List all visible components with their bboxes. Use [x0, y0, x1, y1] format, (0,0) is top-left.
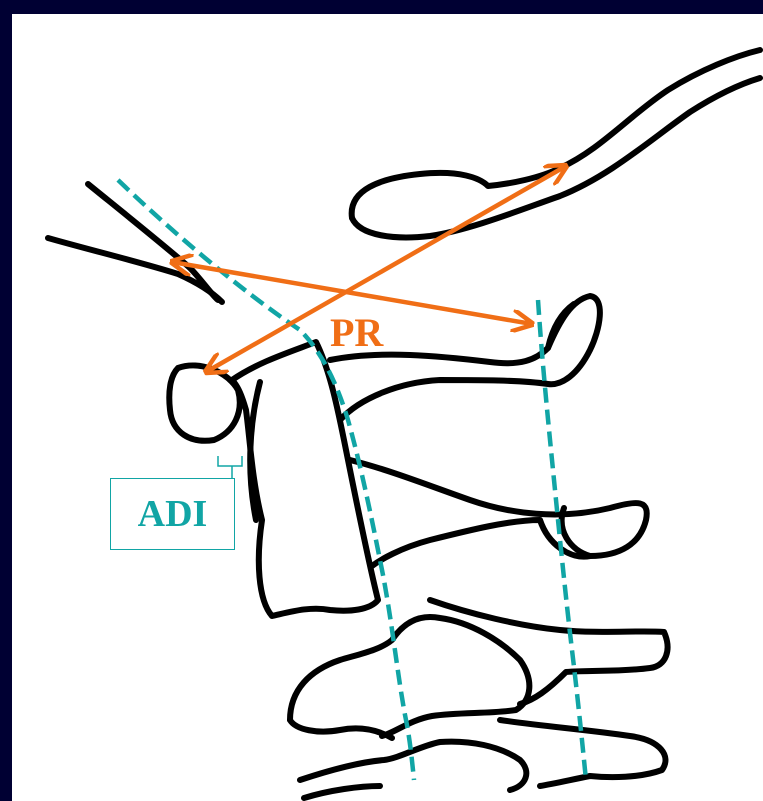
c2-spinous-process: [350, 460, 647, 566]
c3-lower-endplate: [290, 720, 392, 738]
hard-palate-outline: [352, 50, 760, 218]
atlas-anterior-arch: [169, 365, 239, 440]
adi-bracket: [218, 456, 242, 478]
c4-lower-line: [304, 786, 380, 798]
pr-label: PR: [330, 310, 384, 355]
c3-body: [290, 617, 529, 736]
pr-arrow-diagonal: [206, 166, 566, 372]
adi-label: ADI: [138, 492, 208, 536]
c3-spinous-process: [430, 600, 668, 704]
diagram-canvas: PR: [12, 14, 763, 801]
c2-dens-body: [232, 342, 378, 616]
spine-diagram: PR: [12, 14, 763, 801]
hard-palate-lower: [352, 78, 760, 237]
adi-label-box: ADI: [110, 478, 235, 550]
